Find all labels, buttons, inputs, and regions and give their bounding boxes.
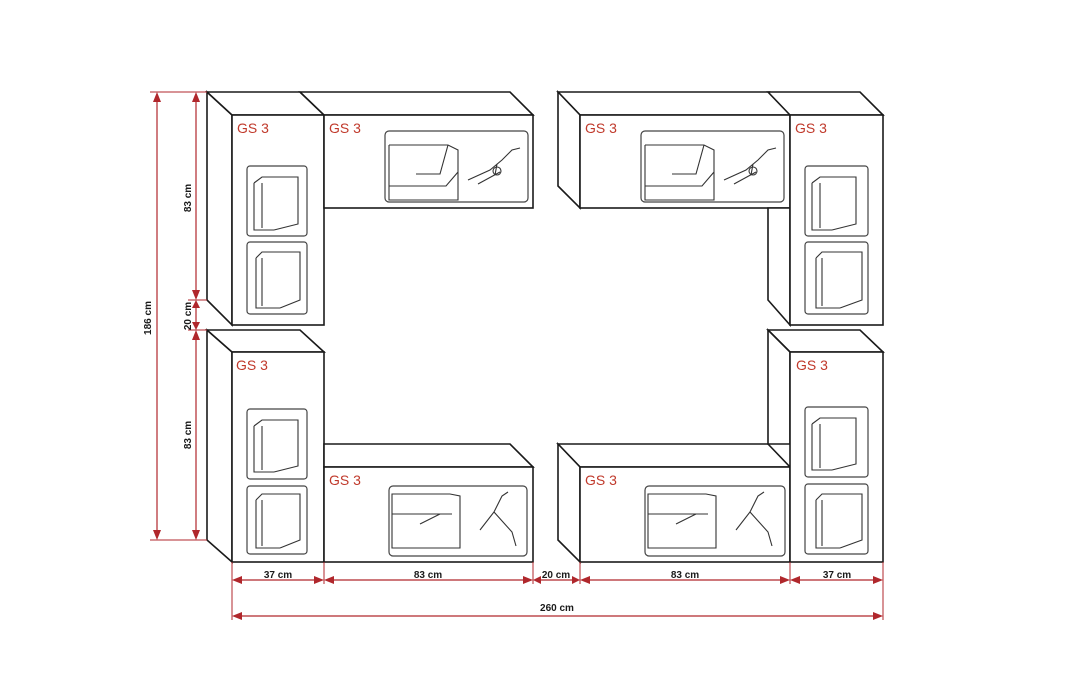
dimension-label: 186 cm <box>143 301 154 335</box>
unit-label: GS 3 <box>236 357 268 373</box>
cabinet-bottom-right-tall: GS 3 <box>766 328 885 563</box>
dimension-label: 37 cm <box>823 570 851 581</box>
dimension-horizontal-total: 260 cm <box>232 603 883 620</box>
cabinet-bottom-left-wide: GS 3 <box>323 443 535 563</box>
cabinet-top-left-wide: GS 3 <box>298 91 535 209</box>
flap-door-icon <box>644 144 715 201</box>
dimension-label: 20 cm <box>183 302 194 330</box>
flap-hinge-icon <box>735 491 773 547</box>
dimension-label: 20 cm <box>542 570 570 581</box>
dimension-label: 83 cm <box>183 184 194 212</box>
dimension-vertical-upper: 83 cm <box>183 92 207 301</box>
flap-door-icon <box>388 144 459 201</box>
dimension-vertical-total: 186 cm <box>143 91 207 541</box>
cabinet-bottom-left-tall: GS 3 <box>204 328 327 564</box>
flap-door-icon <box>391 493 461 549</box>
dimension-label: 83 cm <box>183 421 194 449</box>
door-glass-icon <box>253 176 301 309</box>
cabinet-bottom-right-wide: GS 3 <box>556 442 792 564</box>
dimension-label: 260 cm <box>540 603 574 614</box>
unit-label: GS 3 <box>237 120 269 136</box>
unit-label: GS 3 <box>796 357 828 373</box>
flap-door-icon <box>647 493 717 549</box>
unit-label: GS 3 <box>585 472 617 488</box>
flap-hinge-icon <box>479 491 517 547</box>
dimension-vertical-gap: 20 cm <box>183 300 207 331</box>
door-glass-icon <box>811 176 863 309</box>
unit-label: GS 3 <box>585 120 617 136</box>
unit-label: GS 3 <box>329 120 361 136</box>
door-glass-icon <box>811 417 863 549</box>
cabinet-top-right-wide: GS 3 <box>556 90 792 210</box>
dimension-horizontal-segments: 37 cm 83 cm 20 cm 83 cm 37 cm <box>231 562 884 620</box>
dimension-label: 37 cm <box>264 570 292 581</box>
unit-label: GS 3 <box>795 120 827 136</box>
flap-hinge-icon <box>467 147 521 185</box>
cabinet-top-left-tall: GS 3 <box>204 90 326 327</box>
unit-label: GS 3 <box>329 472 361 488</box>
dimension-vertical-lower: 83 cm <box>183 330 200 540</box>
flap-hinge-icon <box>723 147 777 185</box>
dimension-label: 83 cm <box>671 570 699 581</box>
door-glass-icon <box>253 419 301 549</box>
cabinet-top-right-tall: GS 3 <box>766 91 885 328</box>
dimension-label: 83 cm <box>414 570 442 581</box>
